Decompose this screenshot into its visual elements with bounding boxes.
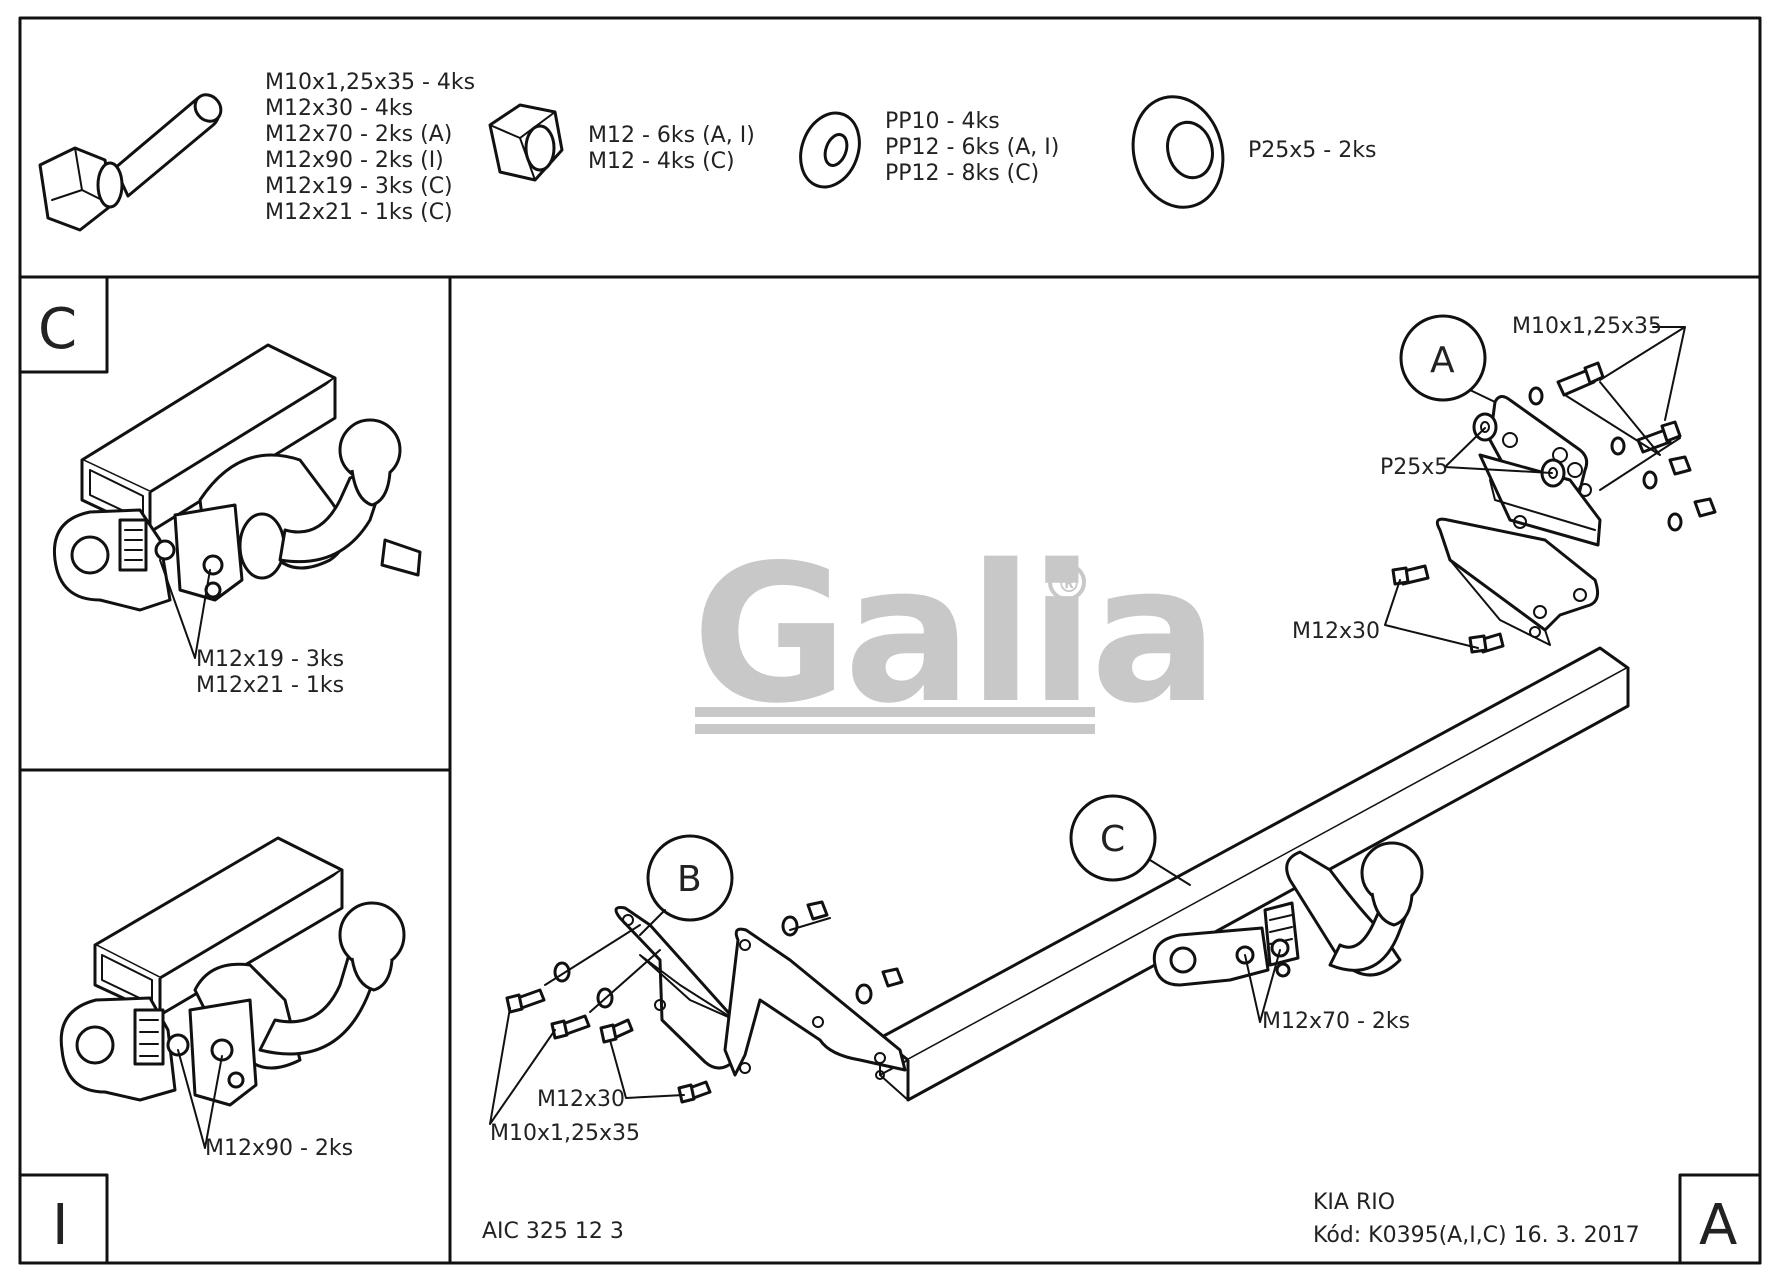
- product-code-date: Kód: K0395(A,I,C) 16. 3. 2017: [1313, 1223, 1640, 1248]
- main-towball: [1152, 841, 1424, 987]
- bolt-callout-label: M10x1,25x35: [490, 1121, 640, 1146]
- bolt-callout-label: M12x30: [537, 1087, 625, 1112]
- callout-a: A: [1399, 314, 1496, 403]
- callout-label: M12x21 - 1ks: [196, 673, 344, 698]
- right-bracket: [1435, 395, 1602, 646]
- mounting-plate-c: [52, 503, 244, 612]
- panel-i-badge: I: [52, 1193, 69, 1258]
- vehicle-model: KIA RIO: [1313, 1190, 1395, 1215]
- spacer-list: P25x5 - 2ks: [1248, 138, 1376, 163]
- panel-c-badge: C: [38, 297, 77, 362]
- nut-spec: M12 - 6ks (A, I): [588, 123, 755, 148]
- callout-leader: [177, 1049, 223, 1149]
- callout-label: M12x90 - 2ks: [205, 1136, 353, 1161]
- callout-a-letter: A: [1430, 340, 1455, 381]
- callout-c-letter: C: [1100, 819, 1125, 860]
- leader-lines: [489, 326, 1686, 1125]
- callout-c: C: [1069, 794, 1191, 886]
- bolt-callout-label: M12x30: [1292, 619, 1380, 644]
- bolt-spec: M12x21 - 1ks (C): [265, 200, 453, 225]
- callout-b: B: [639, 834, 734, 936]
- panel-i: I M12x90 - 2ks: [18, 836, 406, 1265]
- bolt-list: M10x1,25x35 - 4ks M12x30 - 4ks M12x70 - …: [265, 70, 475, 225]
- galia-logo: Galia ®: [692, 524, 1219, 745]
- bolt-spec: M12x19 - 3ks (C): [265, 174, 453, 199]
- panel-c: C M12x19 - 3ks M12x21 - 1ks: [18, 275, 422, 698]
- nut-icon: [488, 103, 564, 182]
- bolt-spec: M12x30 - 4ks: [265, 96, 413, 121]
- left-bracket-fasteners: [505, 900, 904, 1104]
- bolt-callout-label: M10x1,25x35: [1512, 314, 1662, 339]
- spacer-spec: P25x5 - 2ks: [1248, 138, 1376, 163]
- nut-spec: M12 - 4ks (C): [588, 149, 735, 174]
- spacer-icon: [1131, 95, 1225, 209]
- nut-list: M12 - 6ks (A, I) M12 - 4ks (C): [588, 123, 755, 174]
- crossbar-detail-c: [80, 343, 337, 534]
- logo-registered-mark: ®: [1057, 570, 1081, 598]
- spacer-callout-label: P25x5: [1380, 455, 1448, 480]
- main-badge: A: [1699, 1193, 1737, 1258]
- main-assembly: A Galia ®: [489, 314, 1762, 1265]
- washer-spec: PP10 - 4ks: [885, 109, 1000, 134]
- bolt-spec: M12x70 - 2ks (A): [265, 122, 452, 147]
- washer-list: PP10 - 4ks PP12 - 6ks (A, I) PP12 - 8ks …: [885, 109, 1059, 186]
- bolt-icon: [38, 93, 223, 232]
- drawing-number: AIC 325 12 3: [482, 1219, 624, 1244]
- title-block: AIC 325 12 3 KIA RIO Kód: K0395(A,I,C) 1…: [482, 1190, 1640, 1248]
- bolt-spec: M12x90 - 2ks (I): [265, 148, 444, 173]
- left-bracket: [614, 906, 907, 1077]
- callout-label: M12x19 - 3ks: [196, 647, 344, 672]
- bolt-callout-label: M12x70 - 2ks: [1262, 1009, 1410, 1034]
- callout-leader: [159, 559, 211, 659]
- washer-icon: [799, 111, 861, 189]
- washer-spec: PP12 - 8ks (C): [885, 161, 1039, 186]
- mounting-plate-i: [59, 996, 258, 1107]
- drawing-frame: [18, 16, 1762, 1265]
- callout-b-letter: B: [677, 859, 702, 900]
- bolt-spec: M10x1,25x35 - 4ks: [265, 70, 475, 95]
- washer-spec: PP12 - 6ks (A, I): [885, 135, 1059, 160]
